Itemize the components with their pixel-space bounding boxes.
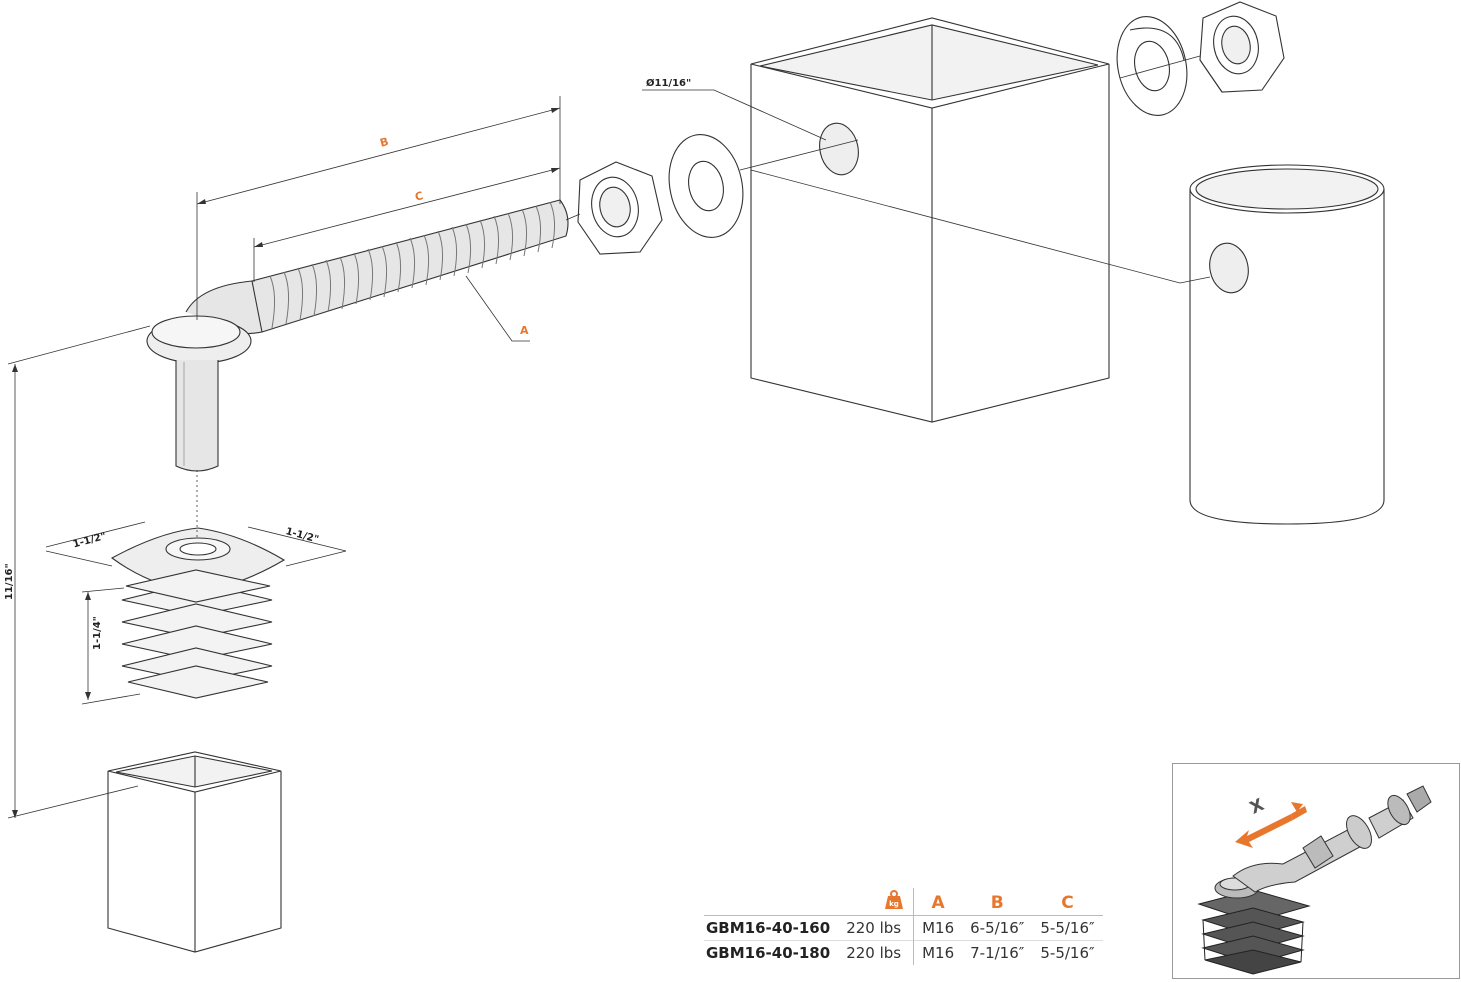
b-cell: 7-1/16″ (962, 940, 1033, 965)
insert-height-label: 1-1/4" (92, 616, 103, 650)
inset-plug (1197, 889, 1311, 975)
table-row: GBM16-40-160 220 lbs M16 6-5/16″ 5-5/16″ (704, 915, 1103, 941)
model-cell: GBM16-40-160 (704, 915, 839, 941)
adjustment-inset: X (1172, 763, 1460, 979)
model-header (704, 888, 838, 916)
dimension-lines (7, 96, 561, 819)
tube-hole (819, 122, 859, 176)
inset-x-label: X (1247, 795, 1267, 819)
b-cell: 6-5/16″ (962, 915, 1033, 941)
double-arrow-icon (1235, 802, 1307, 848)
nut-top (1199, 1, 1285, 93)
round-tube-hole (1209, 242, 1249, 294)
c-cell: 5-5/16″ (1032, 940, 1103, 965)
weight-icon-text: kg (889, 900, 899, 908)
col-b-header: B (990, 892, 1004, 913)
dim-b-label: B (379, 135, 390, 150)
inset-illustration: X (1197, 785, 1432, 975)
c-cell: 5-5/16″ (1032, 915, 1103, 941)
post-tube (107, 751, 282, 953)
plate-width-right-label: 1-1/2" (284, 526, 320, 545)
plate-width-left-label: 1-1/2" (72, 531, 108, 550)
hole-diameter-label: Ø11/16" (646, 77, 691, 89)
col-c-header: C (1061, 892, 1074, 913)
hinge-eye (146, 315, 252, 364)
round-tube (1189, 164, 1385, 525)
a-cell: M16 (913, 940, 963, 965)
threaded-rod (185, 199, 569, 335)
load-cell: 220 lbs (838, 940, 914, 965)
weight-icon: kg (885, 890, 904, 909)
washer-mid (668, 134, 744, 238)
table-row: GBM16-40-180 220 lbs M16 7-1/16″ 5-5/16″ (704, 940, 1103, 965)
hinge-pin (175, 360, 219, 472)
dim-c-label: C (414, 189, 425, 204)
callout-a-label: A (520, 324, 529, 337)
height-label: 11/16" (4, 563, 15, 600)
inset-rod (1232, 785, 1432, 893)
a-cell: M16 (913, 915, 963, 941)
nut-mid (577, 161, 663, 255)
square-tube (750, 17, 1110, 423)
load-header: kg (838, 888, 913, 916)
plug-insert (110, 527, 286, 699)
col-a-header: A (913, 888, 963, 916)
spec-table: kg A B C GBM16-40-160 220 lbs M16 6-5/16… (704, 888, 1103, 965)
model-cell: GBM16-40-180 (704, 940, 839, 965)
leader-lines (196, 55, 1211, 540)
load-cell: 220 lbs (838, 915, 914, 941)
washer-top (1116, 16, 1188, 116)
